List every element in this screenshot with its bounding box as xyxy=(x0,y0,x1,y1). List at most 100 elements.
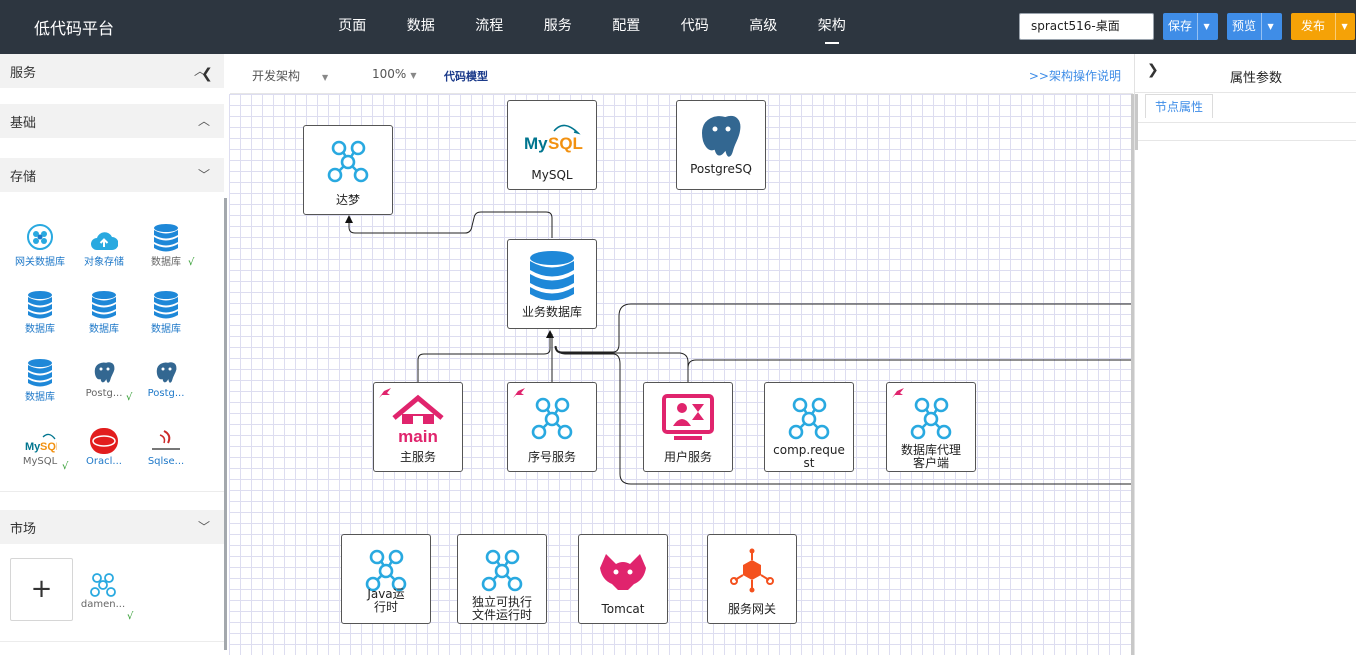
preview-dropdown-icon[interactable]: ▼ xyxy=(1261,13,1279,40)
component-panel: 服务 ︿ 基础 ︿ 存储 ﹀ 网关数据库 对象存储 数据库 √ 数据库 xyxy=(0,54,226,655)
save-dropdown-icon[interactable]: ▼ xyxy=(1197,13,1215,40)
comp-database[interactable]: 数据库 xyxy=(8,285,72,335)
arch-select-value: 开发架构 xyxy=(252,69,301,83)
divider xyxy=(1135,140,1356,141)
database-icon xyxy=(508,250,596,302)
node-label: 用户服务 xyxy=(663,450,712,464)
comp-dameng-market[interactable]: damen... xyxy=(74,564,132,610)
comp-object-storage[interactable]: 对象存储 xyxy=(72,218,136,268)
collapse-right-panel-icon[interactable]: ❯ xyxy=(1147,62,1159,78)
top-bar: 低代码平台 页面 数据 流程 服务 配置 代码 高级 架构 spract516-… xyxy=(0,0,1356,54)
comp-database[interactable]: 数据库 xyxy=(8,353,72,403)
preview-button[interactable]: 预览 ▼ xyxy=(1227,13,1282,40)
divider xyxy=(0,641,224,642)
check-icon: √ xyxy=(62,461,69,472)
node-label: Java运行时 xyxy=(367,587,405,614)
node-label: 数据库代理客户端 xyxy=(900,443,961,470)
comp-label: Sqlse... xyxy=(147,456,185,467)
node-java-runtime[interactable]: Java运行时 xyxy=(341,534,431,624)
node-gateway[interactable]: 服务网关 xyxy=(707,534,797,624)
gateway-db-icon xyxy=(8,218,72,252)
arch-help-link[interactable]: >>架构操作说明 xyxy=(1028,69,1121,83)
comp-label: 网关数据库 xyxy=(15,257,65,268)
left-scrollbar[interactable] xyxy=(224,198,227,650)
comp-postgresql[interactable]: Postg... xyxy=(72,353,136,399)
section-storage-title: 存储 xyxy=(10,170,37,185)
comp-sqlserver[interactable]: Sqlse... xyxy=(134,421,198,467)
project-select[interactable]: spract516-桌面 xyxy=(1019,13,1154,40)
code-model-link[interactable]: 代码模型 xyxy=(444,70,488,83)
divider xyxy=(0,491,224,492)
comp-database[interactable]: 数据库 xyxy=(134,218,198,268)
canvas-scrollbar[interactable] xyxy=(1131,94,1134,655)
node-main-service[interactable]: main 主服务 xyxy=(373,382,463,472)
arch-select[interactable]: 开发架构▼ xyxy=(252,67,328,84)
tab-node-properties[interactable]: 节点属性 xyxy=(1145,94,1214,118)
node-seq-service[interactable]: 序号服务 xyxy=(507,382,597,472)
network-node-icon xyxy=(765,393,853,445)
comp-postgresql[interactable]: Postg... xyxy=(134,353,198,399)
network-node-icon xyxy=(508,393,596,445)
nav-advanced[interactable]: 高级 xyxy=(749,18,778,34)
section-service[interactable]: 服务 ︿ xyxy=(0,54,224,88)
zoom-value: 100% xyxy=(372,67,407,81)
node-user-service[interactable]: 用户服务 xyxy=(643,382,733,472)
nav-architecture[interactable]: 架构 xyxy=(798,0,867,54)
save-label: 保存 xyxy=(1168,19,1193,33)
collapse-left-panel-icon[interactable]: ❮ xyxy=(201,66,213,82)
node-exec-runtime[interactable]: 独立可执行文件运行时 xyxy=(457,534,547,624)
publish-dropdown-icon[interactable]: ▼ xyxy=(1335,13,1353,40)
database-icon xyxy=(134,218,198,252)
main-service-icon: main xyxy=(374,393,462,446)
nav-page[interactable]: 页面 xyxy=(338,18,367,34)
database-icon xyxy=(8,353,72,387)
node-dameng[interactable]: 达梦 xyxy=(303,125,393,215)
comp-oracle[interactable]: Oracl... xyxy=(72,421,136,467)
properties-scrollbar[interactable] xyxy=(1135,94,1138,150)
database-icon xyxy=(134,285,198,319)
node-tomcat[interactable]: Tomcat xyxy=(578,534,668,624)
check-icon: √ xyxy=(126,392,133,403)
oracle-icon xyxy=(72,421,136,455)
edge-bizdb-offscreen-2 xyxy=(555,345,1131,485)
edge-main-bizdb xyxy=(417,330,554,382)
node-label: 业务数据库 xyxy=(521,305,582,319)
section-service-title: 服务 xyxy=(10,66,37,81)
nav-data[interactable]: 数据 xyxy=(406,18,435,34)
chevron-up-icon: ︿ xyxy=(197,114,210,128)
section-basic[interactable]: 基础 ︿ xyxy=(0,104,224,138)
nav-flow[interactable]: 流程 xyxy=(475,18,504,34)
app-brand: 低代码平台 xyxy=(34,19,115,38)
network-node-icon xyxy=(458,545,546,597)
publish-button[interactable]: 发布 ▼ xyxy=(1291,13,1355,40)
comp-database[interactable]: 数据库 xyxy=(72,285,136,335)
comp-label: 数据库 xyxy=(89,324,119,335)
tomcat-cat-icon xyxy=(579,545,667,597)
nav-service[interactable]: 服务 xyxy=(543,18,572,34)
add-component-button[interactable]: + xyxy=(10,558,73,621)
preview-label: 预览 xyxy=(1232,19,1257,33)
node-comp-request[interactable]: comp.request xyxy=(764,382,854,472)
nav-code[interactable]: 代码 xyxy=(680,18,709,34)
comp-database[interactable]: 数据库 xyxy=(134,285,198,335)
section-storage[interactable]: 存储 ﹀ xyxy=(0,158,224,192)
node-business-db[interactable]: 业务数据库 xyxy=(507,239,597,329)
svg-text:SQL: SQL xyxy=(40,441,57,453)
save-button[interactable]: 保存 ▼ xyxy=(1163,13,1218,40)
node-postgres[interactable]: PostgreSQ xyxy=(676,100,766,190)
node-db-proxy[interactable]: 数据库代理客户端 xyxy=(886,382,976,472)
comp-mysql[interactable]: MySQL MySQL xyxy=(8,421,72,467)
section-market[interactable]: 市场 ﹀ xyxy=(0,510,224,544)
nav-config[interactable]: 配置 xyxy=(612,18,641,34)
comp-gateway-db[interactable]: 网关数据库 xyxy=(8,218,72,268)
node-label: 独立可执行文件运行时 xyxy=(471,595,532,622)
node-label: 序号服务 xyxy=(527,450,576,464)
zoom-select[interactable]: 100%▼ xyxy=(372,67,416,81)
chevron-down-icon: ﹀ xyxy=(197,520,210,534)
cloud-upload-icon xyxy=(72,218,136,252)
svg-text:main: main xyxy=(398,427,438,446)
node-label: comp.request xyxy=(773,443,845,470)
divider xyxy=(1135,122,1356,123)
